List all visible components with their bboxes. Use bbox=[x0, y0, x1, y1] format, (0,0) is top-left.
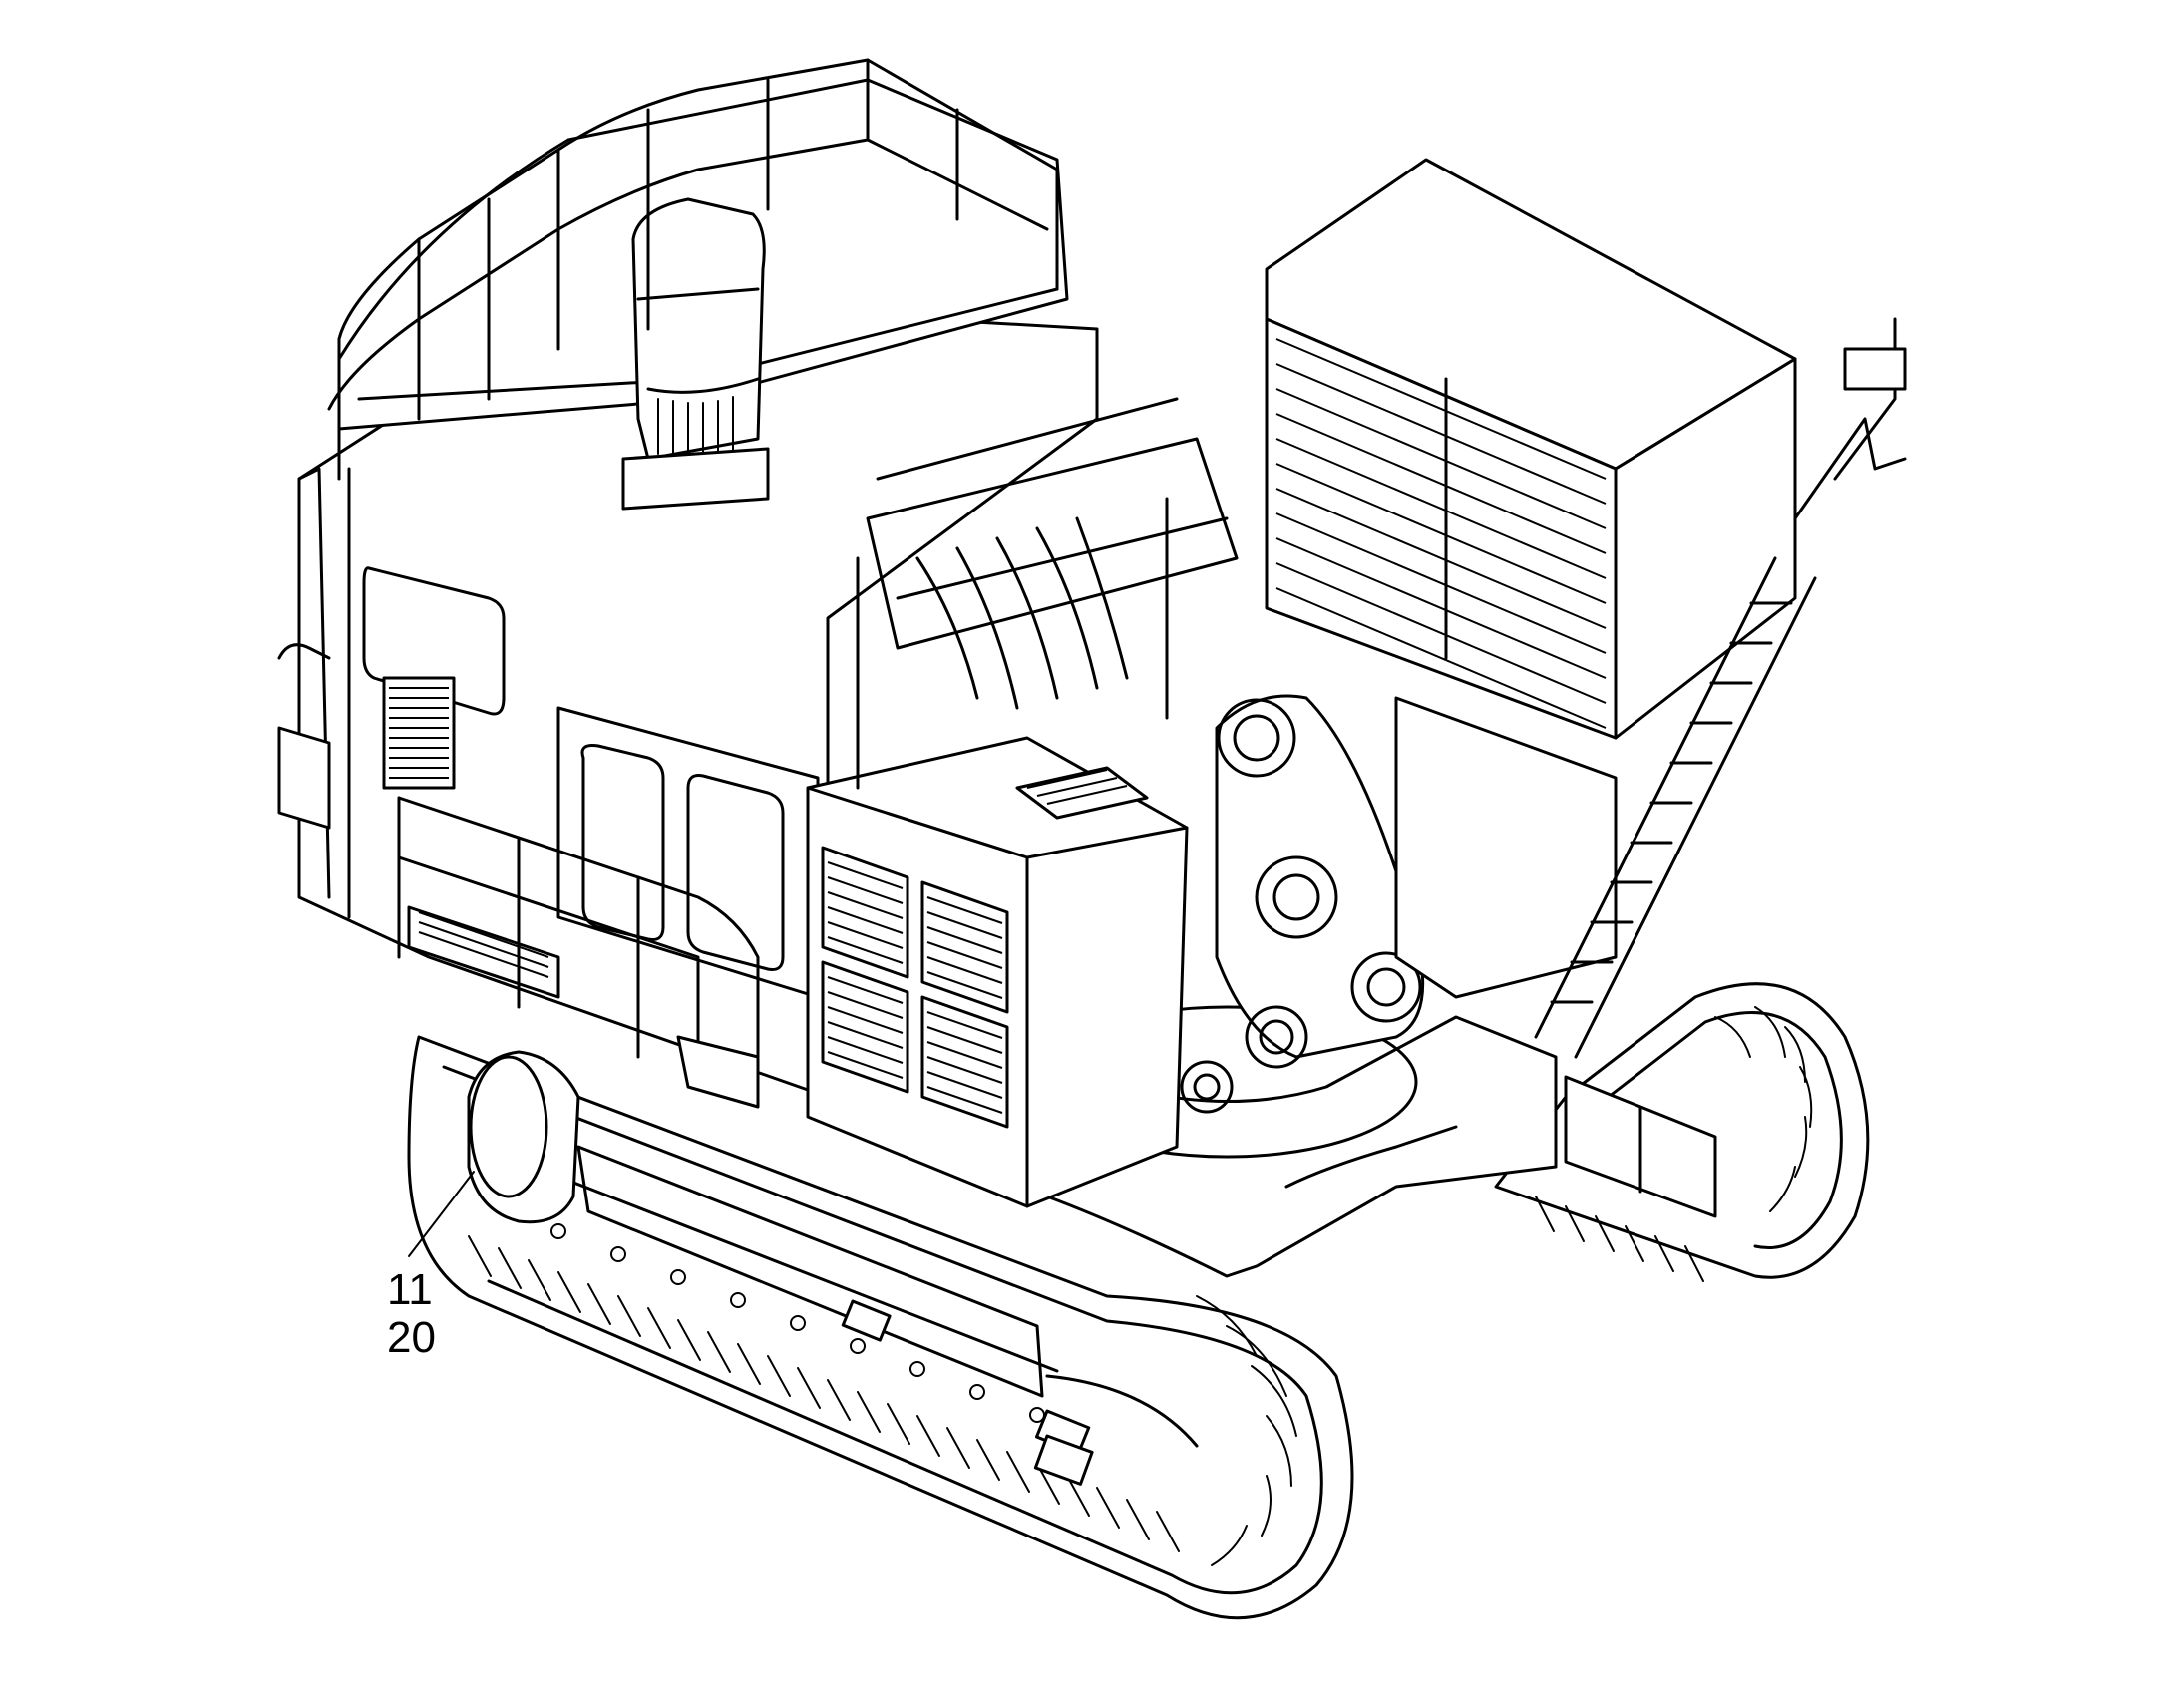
swing-drive-linkage bbox=[1180, 694, 1425, 1114]
left-walkway bbox=[277, 643, 760, 1109]
left-crawler-track bbox=[407, 1035, 1354, 1620]
exhaust-stack bbox=[621, 197, 770, 511]
operator-cab bbox=[1265, 158, 1797, 999]
part-callout: 11 20 bbox=[387, 1171, 475, 1362]
access-ladder bbox=[1534, 317, 1907, 1059]
radiator-enclosure bbox=[806, 736, 1189, 1208]
machinery-bay bbox=[856, 397, 1239, 790]
upper-house bbox=[297, 78, 1099, 1099]
roof-handrails bbox=[327, 58, 1059, 481]
callout-leader-line bbox=[408, 1171, 475, 1257]
right-crawler-track bbox=[1494, 982, 1870, 1282]
callout-number-1: 11 bbox=[387, 1265, 433, 1314]
callout-number-2: 20 bbox=[387, 1313, 436, 1362]
rear-counterweight-drum bbox=[467, 1050, 580, 1224]
